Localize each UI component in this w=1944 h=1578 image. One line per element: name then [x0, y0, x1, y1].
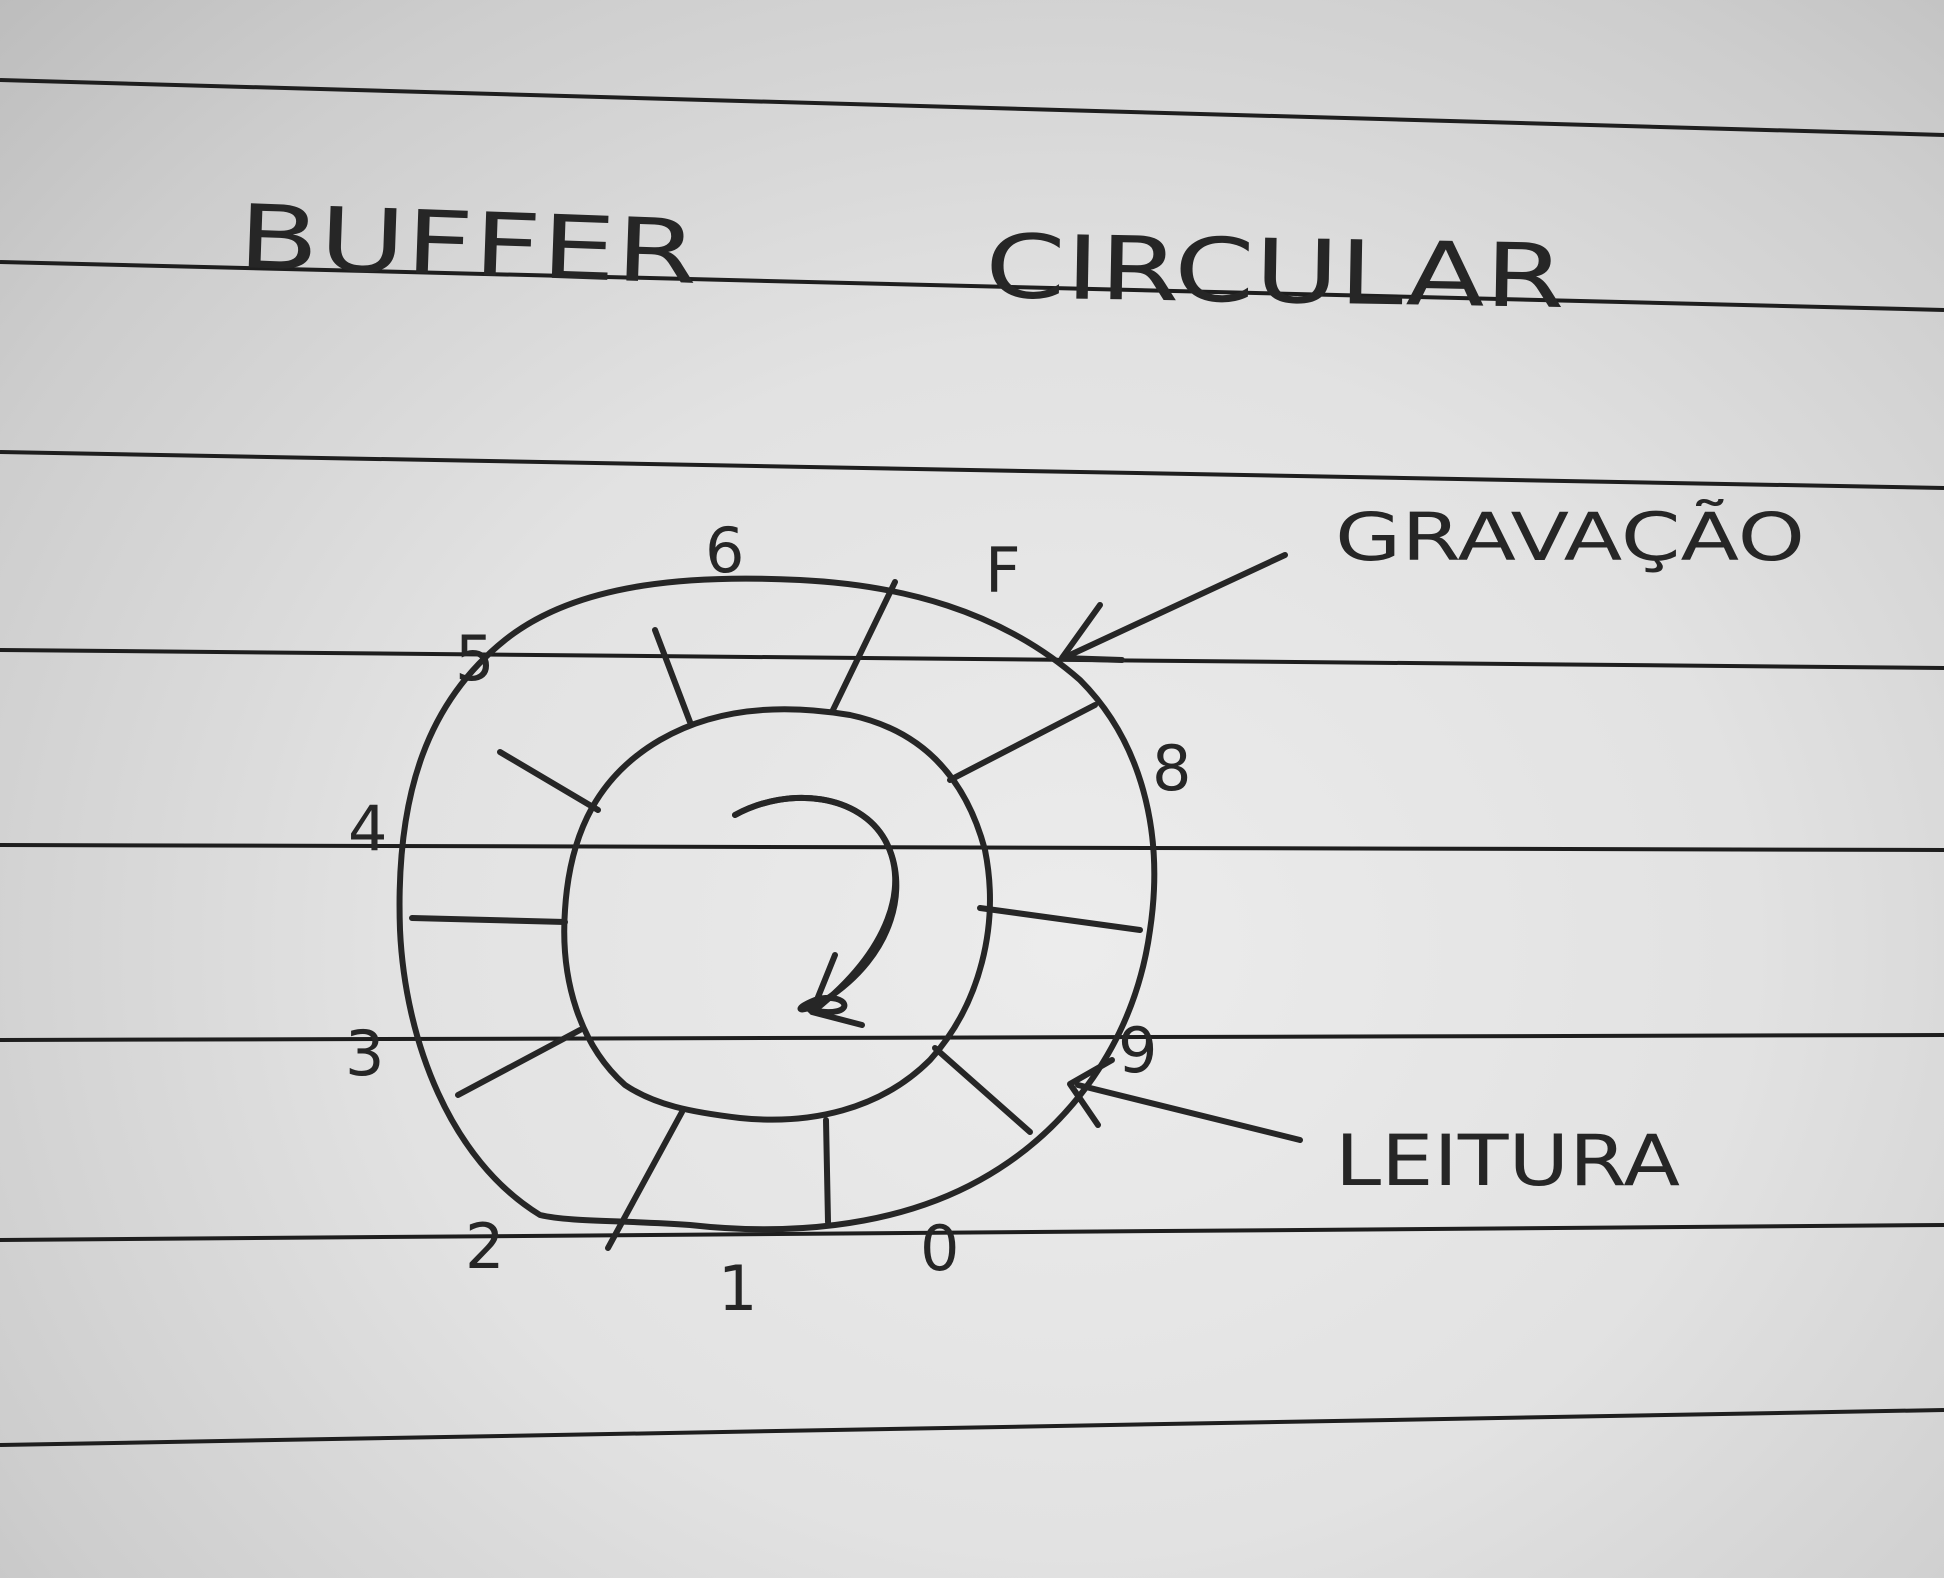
- slot-label-3: 3: [345, 1017, 384, 1090]
- write-arrow-icon: [1067, 552, 1288, 658]
- rule-line: [0, 260, 1944, 312]
- slot-divider: [455, 1027, 583, 1098]
- slot-label-4: 4: [348, 792, 387, 865]
- write-pointer-label: GRAVAÇÃO: [1335, 499, 1805, 576]
- slot-divider: [932, 1045, 1033, 1135]
- slot-label-0: 0: [920, 1212, 959, 1285]
- slot-label-6: 6: [705, 514, 744, 587]
- rule-line: [0, 1223, 1944, 1242]
- rule-line: [0, 450, 1944, 490]
- slot-divider: [947, 702, 1098, 783]
- slot-label-8: 8: [1152, 732, 1191, 805]
- title-word-buffer: BUFFER: [236, 185, 699, 304]
- slot-divider: [605, 1109, 685, 1251]
- slot-dividers: [409, 579, 1143, 1251]
- slot-label-5: 5: [455, 622, 494, 695]
- rule-line: [0, 648, 1944, 670]
- slot-divider: [409, 915, 568, 925]
- slot-label-7: F: [985, 534, 1021, 607]
- slot-label-2: 2: [465, 1210, 504, 1283]
- rotation-arrow-icon: [732, 794, 900, 1028]
- read-arrow-icon: [1075, 1082, 1303, 1143]
- slot-divider: [829, 579, 898, 715]
- slot-labels: 0 1 2 3 4 5 6 F 8 9: [345, 514, 1191, 1325]
- circular-buffer-ring: [396, 575, 1158, 1233]
- rule-line: [0, 1408, 1944, 1447]
- read-arrowhead-icon: [1067, 1057, 1115, 1128]
- slot-label-1: 1: [718, 1252, 757, 1325]
- rule-line: [0, 1033, 1944, 1042]
- inner-ring: [561, 706, 993, 1123]
- rule-line: [0, 78, 1944, 137]
- ruled-lines: [0, 78, 1944, 1447]
- slot-divider: [823, 1117, 831, 1225]
- write-pointer: GRAVAÇÃO: [1059, 499, 1805, 663]
- title-word-circular: CIRCULAR: [984, 215, 1566, 328]
- slot-label-9: 9: [1118, 1014, 1157, 1087]
- read-pointer: LEITURA: [1067, 1057, 1680, 1202]
- slot-divider: [497, 749, 601, 813]
- write-arrowhead-icon: [1059, 602, 1125, 663]
- slot-divider: [652, 627, 693, 725]
- rule-line: [0, 843, 1944, 852]
- outer-ring: [396, 575, 1158, 1233]
- slot-divider: [977, 905, 1143, 933]
- read-pointer-label: LEITURA: [1335, 1120, 1680, 1202]
